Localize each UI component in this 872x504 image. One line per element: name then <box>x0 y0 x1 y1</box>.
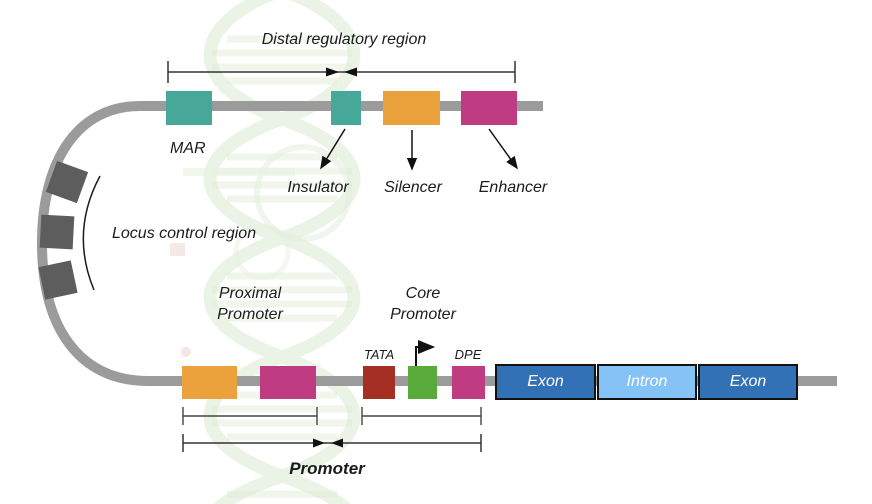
promoter-arrow-left-icon <box>331 438 343 448</box>
proximal-promoter-orange-box <box>182 366 237 399</box>
promoter-label: Promoter <box>289 459 365 478</box>
distal-span-line <box>167 61 516 83</box>
core-promoter-bracket <box>361 407 482 425</box>
promoter-arrow-right-icon <box>313 438 325 448</box>
insulator-pointer-arrow-icon <box>320 128 346 170</box>
insulator-label: Insulator <box>287 179 349 196</box>
mar-label: MAR <box>170 140 206 157</box>
exon-1-label: Exon <box>527 373 564 390</box>
silencer-label: Silencer <box>384 179 442 196</box>
enhancer-box <box>461 91 517 125</box>
proximal-promoter-label: Proximal Promoter <box>217 285 283 323</box>
locus-control-region-label: Locus control region <box>112 225 257 242</box>
watermark-pink-dot <box>181 347 191 357</box>
watermark-base-pairs <box>212 35 352 498</box>
lcr-square-3 <box>38 260 78 300</box>
watermark-bar <box>183 168 295 176</box>
tss-green-box <box>408 366 437 399</box>
distal-regulatory-region-label: Distal regulatory region <box>261 31 427 48</box>
silencer-box <box>383 91 440 125</box>
lcr-square-1 <box>45 160 89 204</box>
intron-box: Intron <box>597 364 697 400</box>
tata-label: TATA <box>363 347 395 362</box>
intron-label: Intron <box>626 373 668 390</box>
distal-arrow-left-icon <box>344 67 357 77</box>
tata-box <box>363 366 395 399</box>
core-promoter-label: Core Promoter <box>390 285 456 323</box>
enhancer-pointer-arrow-icon <box>488 128 518 170</box>
exon-box-2: Exon <box>698 364 798 400</box>
watermark-ring <box>254 144 352 242</box>
watermark-pink-mark <box>170 243 185 256</box>
enhancer-label: Enhancer <box>478 179 548 196</box>
proximal-promoter-magenta-box <box>260 366 316 399</box>
lcr-square-2 <box>39 214 75 250</box>
mar-box <box>166 91 212 125</box>
insulator-box <box>331 91 361 125</box>
lcr-squares <box>38 160 89 300</box>
transcription-start-arrow-icon <box>415 340 436 369</box>
lcr-arc <box>82 175 101 291</box>
proximal-promoter-bracket <box>182 407 318 425</box>
exon-2-label: Exon <box>729 373 767 390</box>
exon-box-1: Exon <box>495 364 596 400</box>
watermark-helix-strands <box>203 0 361 504</box>
dpe-box <box>452 366 485 399</box>
watermark-ring-small <box>233 223 291 281</box>
dpe-label: DPE <box>454 347 482 362</box>
distal-arrow-right-icon <box>326 67 339 77</box>
